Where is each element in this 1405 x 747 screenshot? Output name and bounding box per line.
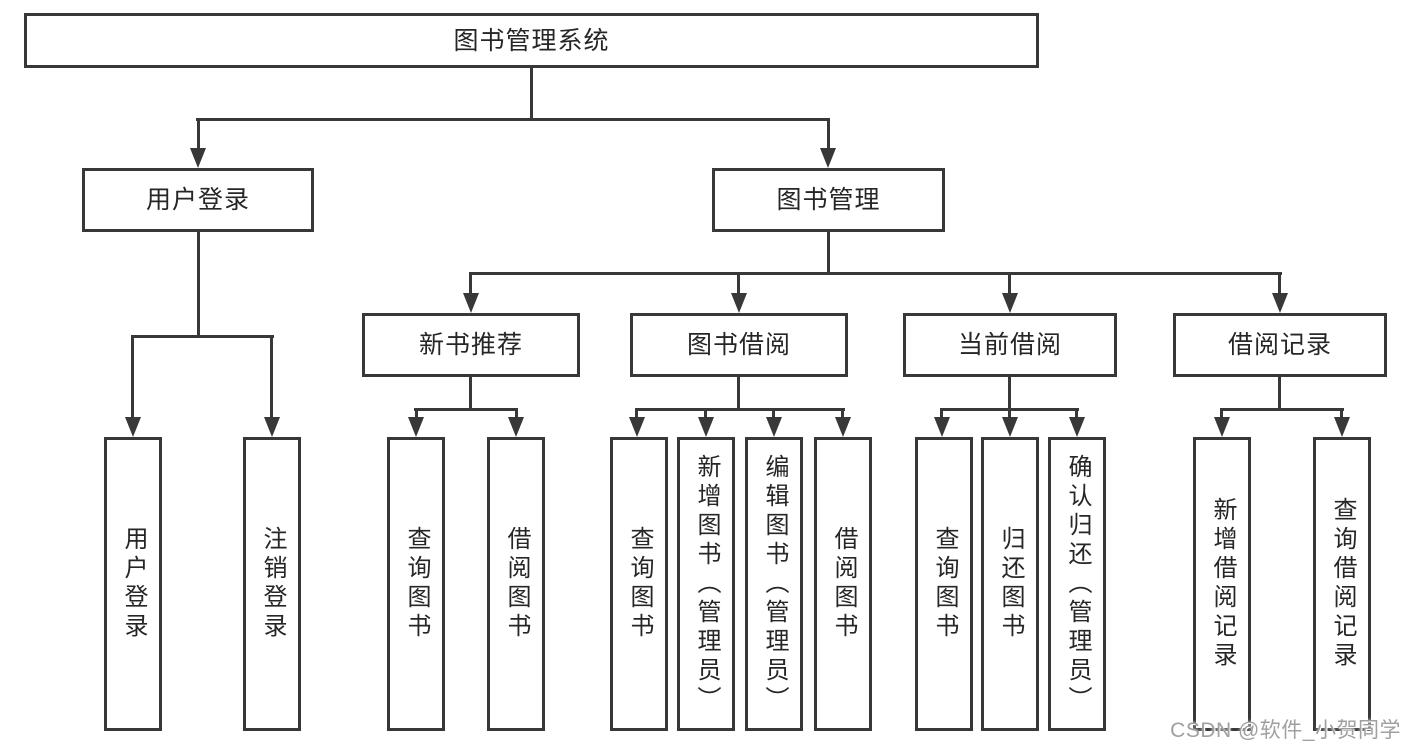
node-borrowing-records: 借阅记录 bbox=[1173, 313, 1387, 377]
connector-root-trunk bbox=[530, 68, 533, 118]
connector-book-management-split bbox=[469, 272, 1282, 275]
leaf-user-login: 用户登录 bbox=[104, 437, 162, 731]
connector-stub-borrow bbox=[737, 272, 740, 295]
leaf-query-books-borrowing: 查询图书 bbox=[610, 437, 668, 731]
arrowhead-rec-query-record-icon bbox=[1334, 417, 1350, 437]
leaf-edit-book-admin: 编辑图书（管理员） bbox=[745, 437, 803, 731]
connector-stub-cur-query bbox=[940, 408, 943, 419]
connector-stub-bor-borrow bbox=[841, 408, 844, 419]
connector-stub-user-login bbox=[197, 118, 200, 150]
connector-stub-rec-add-record bbox=[1220, 408, 1223, 419]
connector-stub-rec-borrow bbox=[515, 408, 518, 419]
connector-stub-bor-query bbox=[635, 408, 638, 419]
arrowhead-cur-confirm-icon bbox=[1069, 417, 1085, 437]
arrowhead-records-icon bbox=[1272, 293, 1288, 313]
leaf-add-borrow-record: 新增借阅记录 bbox=[1193, 437, 1251, 731]
arrowhead-rec-query-icon bbox=[408, 417, 424, 437]
connector-root-split bbox=[196, 118, 830, 121]
connector-recommend-trunk bbox=[469, 377, 472, 408]
leaf-query-books-current: 查询图书 bbox=[915, 437, 973, 731]
connector-stub-cur-return bbox=[1008, 408, 1011, 419]
connector-current-trunk bbox=[1008, 377, 1011, 408]
connector-stub-bor-edit bbox=[772, 408, 775, 419]
connector-stub-records bbox=[1278, 272, 1281, 295]
connector-stub-rec-query-record bbox=[1340, 408, 1343, 419]
arrowhead-bor-add-icon bbox=[698, 417, 714, 437]
arrowhead-cur-query-icon bbox=[934, 417, 950, 437]
leaf-query-borrow-record: 查询借阅记录 bbox=[1313, 437, 1371, 731]
connector-stub-book-management bbox=[827, 118, 830, 150]
connector-borrow-trunk bbox=[737, 377, 740, 408]
node-user-login: 用户登录 bbox=[82, 168, 314, 232]
connector-recommend-split bbox=[414, 408, 518, 411]
arrowhead-user-login-icon bbox=[190, 148, 206, 168]
connector-records-split bbox=[1220, 408, 1344, 411]
arrowhead-bor-borrow-icon bbox=[835, 417, 851, 437]
arrowhead-cur-return-icon bbox=[1002, 417, 1018, 437]
leaf-add-book-admin: 新增图书（管理员） bbox=[677, 437, 735, 731]
csdn-watermark: CSDN @软件_小贺同学 bbox=[1170, 719, 1401, 742]
leaf-borrow-books-borrowing: 借阅图书 bbox=[814, 437, 872, 731]
leaf-query-books-recommend: 查询图书 bbox=[387, 437, 445, 731]
leaf-borrow-books-recommend: 借阅图书 bbox=[487, 437, 545, 731]
connector-borrow-split bbox=[635, 408, 845, 411]
connector-stub-leaf-login bbox=[131, 335, 134, 420]
node-book-borrowing: 图书借阅 bbox=[630, 313, 848, 377]
node-root-system: 图书管理系统 bbox=[24, 13, 1039, 68]
connector-stub-leaf-logout bbox=[270, 335, 273, 420]
connector-stub-rec-query bbox=[415, 408, 418, 419]
leaf-confirm-return-admin: 确认归还（管理员） bbox=[1048, 437, 1106, 731]
arrowhead-leaf-logout-icon bbox=[264, 417, 280, 437]
arrowhead-book-management-icon bbox=[820, 148, 836, 168]
connector-stub-bor-add bbox=[704, 408, 707, 419]
connector-book-management-trunk bbox=[827, 232, 830, 272]
connector-stub-recommend bbox=[469, 272, 472, 295]
node-book-management: 图书管理 bbox=[712, 168, 945, 232]
arrowhead-recommend-icon bbox=[463, 293, 479, 313]
arrowhead-current-icon bbox=[1002, 293, 1018, 313]
leaf-return-book: 归还图书 bbox=[981, 437, 1039, 731]
connector-stub-cur-confirm bbox=[1075, 408, 1078, 419]
connector-records-trunk bbox=[1278, 377, 1281, 408]
arrowhead-bor-query-icon bbox=[629, 417, 645, 437]
connector-user-login-trunk bbox=[197, 232, 200, 335]
arrowhead-rec-add-record-icon bbox=[1214, 417, 1230, 437]
leaf-logout: 注销登录 bbox=[243, 437, 301, 731]
connector-stub-current bbox=[1008, 272, 1011, 295]
arrowhead-borrow-icon bbox=[731, 293, 747, 313]
arrowhead-bor-edit-icon bbox=[766, 417, 782, 437]
node-current-borrowing: 当前借阅 bbox=[903, 313, 1117, 377]
arrowhead-rec-borrow-icon bbox=[508, 417, 524, 437]
node-new-book-recommend: 新书推荐 bbox=[362, 313, 580, 377]
arrowhead-leaf-login-icon bbox=[125, 417, 141, 437]
connector-user-login-split bbox=[131, 335, 274, 338]
